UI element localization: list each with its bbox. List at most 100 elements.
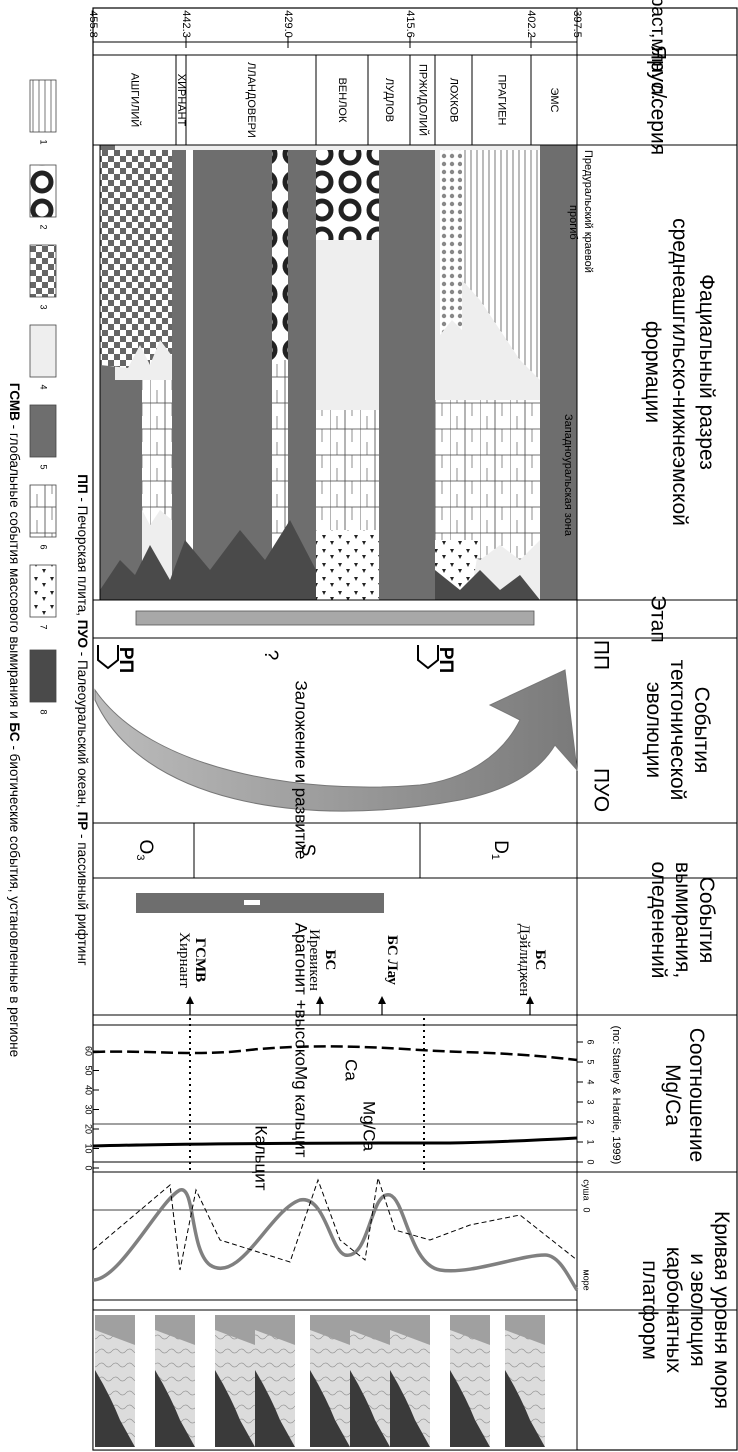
event-arrowhead (526, 996, 534, 1004)
facies-section (99, 144, 578, 601)
period-label: O3 (134, 840, 156, 861)
header-sealevel: Кривая уровня моряи эволюциякарбонатныхп… (638, 1211, 733, 1409)
period-label: D1 (489, 840, 511, 860)
arrow-label: Заложение и развитие (292, 681, 311, 860)
legend-number: 5 (39, 464, 49, 469)
etap-bar (135, 610, 535, 626)
ca-curve (92, 1045, 578, 1062)
age-label: 415.6 (404, 10, 416, 38)
stage-column: ЭМСПРАГИЕНЛОХКОВПРЖИДОЛИЙЛУДЛОВВЕНЛОКЛЛА… (92, 55, 578, 145)
header-tectonic: Событиятектоническойэволюции (642, 660, 713, 801)
facies-dark-wenlock (288, 150, 316, 600)
header-mgca-ref: (по: Stanley & Hardie, 1999) (610, 1026, 622, 1165)
mgca-curve (92, 1136, 578, 1148)
ca-tick: 40 (84, 1085, 94, 1095)
sealevel-zero: 0 (582, 1207, 592, 1212)
legend-number: 6 (39, 544, 49, 549)
legend-number: 2 (39, 224, 49, 229)
header-facies-right: Западноуральская зона (562, 414, 574, 537)
ca-tick: 10 (84, 1143, 94, 1153)
stage-label: ПРЖИДОЛИЙ (417, 64, 430, 136)
event-label: ГСМВХирнант (176, 932, 208, 988)
header-age: Возраст,млн. л. (647, 0, 668, 100)
legend-number: 3 (39, 304, 49, 309)
facies-small-dots (440, 150, 462, 335)
facies-dark-ashgill (112, 380, 142, 600)
evolution-arrow (94, 669, 578, 812)
stage-label: ВЕНЛОК (336, 78, 348, 123)
mgca-tick: 0 (586, 1159, 596, 1164)
ca-tick: 20 (84, 1124, 94, 1134)
legend-number: 4 (39, 384, 49, 389)
mgca-tick: 1 (586, 1139, 596, 1144)
period-column: D1 S O3 (134, 823, 511, 878)
ca-tick: 60 (84, 1046, 94, 1056)
facies-reef-ashgill (142, 380, 172, 525)
sealevel-curve-dashed (92, 1177, 578, 1271)
legend-swatch (29, 324, 57, 378)
age-label: 455.8 (87, 10, 99, 38)
mgca-tick: 5 (586, 1059, 596, 1064)
age-label: 402.2 (525, 10, 537, 38)
facies-breccia (316, 530, 380, 600)
rp-symbol-upper (417, 645, 439, 670)
stage-label: ЭМС (548, 87, 560, 112)
period-label: S (297, 844, 318, 857)
age-label: 429.0 (282, 10, 294, 38)
header-pp: ПП (589, 640, 612, 670)
stage-label: ЛОХКОВ (448, 78, 460, 123)
legend-swatch (29, 79, 57, 133)
legend-swatch (29, 244, 57, 298)
mgca-label-top: Арагонит +высокоMg кальцит (292, 923, 311, 1158)
legend-swatch (29, 484, 57, 538)
facies-dark-llandovery (193, 150, 273, 600)
caption-secondary: ПП - Печорская плита, ПУО - Палеоуральск… (75, 474, 90, 966)
facies-rings (316, 150, 379, 240)
tectonic-events: РП РП ? Заложение и развитие (94, 645, 578, 860)
age-label: 397.5 (571, 10, 583, 38)
header-etap: Этап (646, 595, 669, 643)
facies-deep-base (100, 520, 316, 600)
event-arrowhead (378, 996, 386, 1004)
sealevel-panel: суша 0 море (92, 1177, 592, 1301)
legend-swatch (29, 164, 57, 218)
age-axis: 397.5 402.2 415.6 429.0 442.3 455.8 (87, 10, 583, 48)
biotic-events: БСДэйлиджен БС Лау БСИревикен ГСМВХирнант (176, 924, 548, 1015)
platform-evolution (92, 1309, 578, 1451)
legend-swatch (29, 404, 57, 458)
rp-symbol-lower (97, 645, 119, 670)
rp-label-upper: РП (435, 647, 456, 673)
sealevel-sea: море (582, 1269, 592, 1290)
stage-label: ХИРНАНТ (175, 74, 187, 127)
ca-tick: 30 (84, 1104, 94, 1114)
caption-primary: ГСМВ - глобальные события массового выми… (7, 383, 22, 1057)
mgca-tick: 2 (586, 1119, 596, 1124)
legend-swatch (29, 649, 57, 703)
event-label: БСИревикен (306, 929, 338, 991)
sealevel-land: суша (582, 1179, 592, 1200)
mgca-label-ca: Ca (342, 1059, 361, 1081)
header-puo: ПУО (589, 768, 612, 812)
header-facies: Фациальный разрезсреднеашгильско-нижнеэм… (641, 218, 718, 526)
mgca-label-bottom: Кальцит (252, 1125, 271, 1190)
stage-label: ПРАГИЕН (496, 75, 508, 126)
tectonic-question: ? (260, 650, 281, 661)
legend-swatch (29, 564, 57, 618)
ca-tick: 50 (84, 1065, 94, 1075)
rp-label-lower: РП (115, 647, 136, 673)
facies-deep-top (540, 145, 577, 600)
mgca-label-ratio: Mg/Ca (360, 1101, 379, 1152)
event-arrowhead (186, 996, 194, 1004)
mgca-tick: 4 (586, 1079, 596, 1084)
legend-number: 8 (39, 709, 49, 714)
ca-tick: 0 (84, 1165, 94, 1170)
age-label: 442.3 (180, 10, 192, 38)
event-label: БСДэйлиджен (516, 924, 548, 997)
stage-label: ЛЛАНДОВЕРИ (245, 62, 257, 138)
event-label: БС Лау (384, 935, 400, 985)
facies-lined (462, 150, 540, 380)
legend-number: 7 (39, 624, 49, 629)
header-extinction: Событиявымирания,оледенений (647, 862, 718, 979)
